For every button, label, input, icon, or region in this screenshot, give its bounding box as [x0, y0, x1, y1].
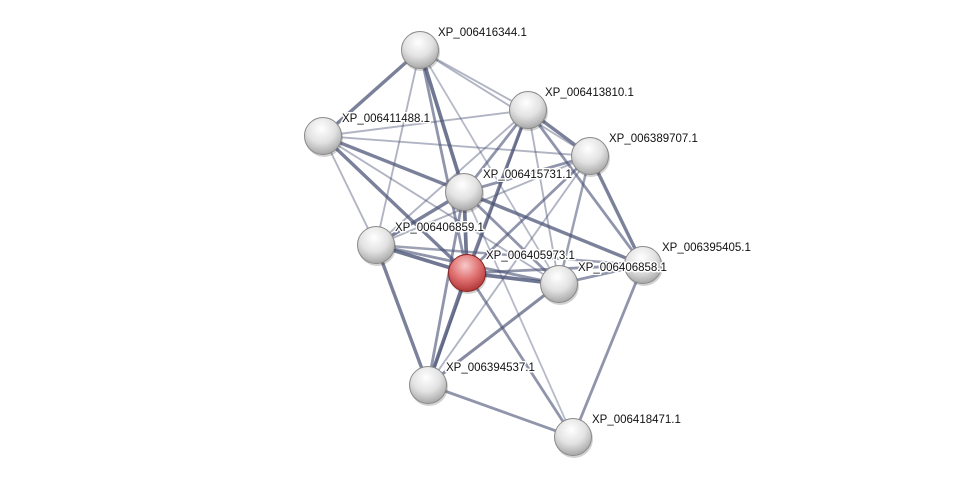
node-sphere[interactable] [554, 418, 592, 456]
node-label: XP_006406858.1 [578, 262, 667, 274]
node-label: XP_006418471.1 [592, 414, 681, 426]
protein-node[interactable] [554, 418, 594, 459]
query-protein-node[interactable] [448, 254, 488, 295]
interaction-edge[interactable] [588, 155, 645, 266]
nodes-layer [304, 31, 664, 459]
interaction-edge[interactable] [418, 49, 469, 274]
node-sphere[interactable] [401, 31, 439, 69]
interaction-edge[interactable] [465, 109, 530, 274]
node-sphere[interactable] [409, 366, 447, 404]
interaction-edge[interactable] [322, 135, 560, 285]
interaction-edge[interactable] [527, 109, 560, 285]
node-label: XP_006406859.1 [395, 222, 484, 234]
interaction-edge[interactable] [463, 190, 644, 267]
interaction-edge[interactable] [375, 49, 421, 246]
labels-layer: XP_006416344.1XP_006413810.1XP_006411488… [341, 26, 753, 428]
protein-node[interactable] [445, 173, 485, 214]
interaction-edge[interactable] [321, 48, 422, 138]
node-sphere[interactable] [357, 226, 395, 264]
node-label: XP_006413810.1 [545, 87, 634, 99]
node-label: XP_006405973.1 [486, 250, 575, 262]
interaction-edge[interactable] [375, 243, 644, 267]
node-sphere[interactable] [445, 173, 483, 211]
protein-node[interactable] [509, 91, 549, 132]
interaction-edge[interactable] [418, 49, 466, 193]
interaction-edge[interactable] [419, 49, 591, 157]
interaction-edge[interactable] [465, 272, 575, 438]
interaction-edge[interactable] [322, 134, 465, 194]
interaction-edge[interactable] [571, 264, 645, 438]
protein-node[interactable] [401, 31, 441, 72]
protein-node[interactable] [304, 117, 344, 158]
node-sphere[interactable] [448, 254, 486, 292]
interaction-edge[interactable] [463, 154, 591, 194]
protein-node[interactable] [357, 226, 397, 267]
node-label: XP_006394537.1 [446, 362, 535, 374]
node-sphere[interactable] [571, 137, 609, 175]
protein-node[interactable] [571, 137, 611, 178]
interaction-edge[interactable] [322, 135, 377, 246]
protein-node[interactable] [409, 366, 449, 407]
interaction-edge[interactable] [557, 155, 592, 285]
node-sphere[interactable] [624, 246, 662, 284]
node-sphere[interactable] [540, 265, 578, 303]
node-label: XP_006416344.1 [438, 27, 527, 39]
node-sphere[interactable] [304, 117, 342, 155]
protein-node[interactable] [540, 265, 580, 306]
interaction-edge[interactable] [419, 49, 529, 111]
interaction-edge[interactable] [427, 383, 574, 439]
interaction-edge[interactable] [426, 191, 466, 386]
node-label: XP_006415731.1 [483, 169, 572, 181]
interaction-edge[interactable] [426, 272, 469, 386]
node-label: XP_006411488.1 [342, 113, 430, 125]
protein-node[interactable] [624, 246, 664, 287]
node-label: XP_006389707.1 [609, 133, 698, 145]
interaction-edge[interactable] [374, 244, 430, 386]
interaction-edge[interactable] [427, 282, 560, 387]
interaction-edge[interactable] [322, 135, 591, 157]
interaction-edge[interactable] [419, 49, 560, 285]
interaction-edge[interactable] [322, 109, 529, 137]
node-sphere[interactable] [509, 91, 547, 129]
node-label: XP_006395405.1 [662, 242, 751, 254]
interaction-edge[interactable] [526, 109, 645, 266]
